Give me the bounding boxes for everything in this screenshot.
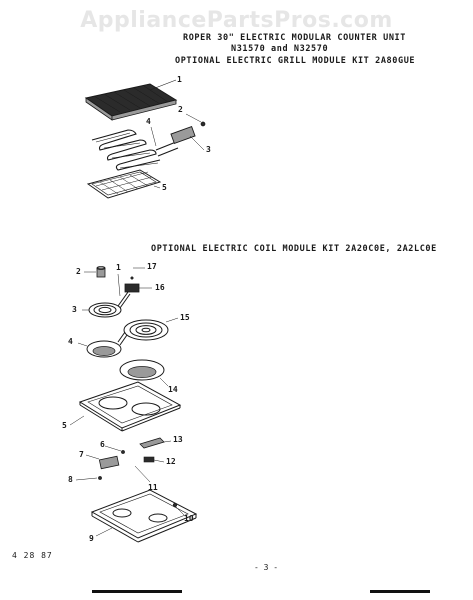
- coil-label-14: 14: [168, 385, 178, 394]
- coil-screw-3: [172, 502, 185, 516]
- coil-receptacle: [124, 283, 152, 293]
- header-line-1: ROPER 30" ELECTRIC MODULAR COUNTER UNIT: [183, 33, 406, 43]
- coil-label-4: 4: [68, 337, 73, 346]
- small-coil-element: [82, 291, 131, 318]
- coil-bracket: [139, 437, 172, 449]
- footer-bar-left: [92, 590, 182, 593]
- large-coil-element: [117, 317, 179, 346]
- coil-cap: [84, 266, 106, 278]
- coil-label-17: 17: [147, 262, 157, 271]
- grill-label-1: 1: [177, 75, 182, 84]
- date-code: 4 28 87: [12, 551, 53, 560]
- coil-label-1: 1: [116, 263, 121, 272]
- header-line-3: OPTIONAL ELECTRIC GRILL MODULE KIT 2A80G…: [175, 56, 416, 66]
- small-drip-bowl: [77, 340, 122, 358]
- coil-label-15: 15: [180, 313, 190, 322]
- grill-grate: [84, 79, 178, 121]
- grill-label-2: 2: [178, 105, 183, 114]
- coil-screw: [104, 445, 125, 454]
- grill-label-4: 4: [146, 117, 151, 126]
- coil-label-10: 10: [184, 514, 194, 523]
- coil-label-7: 7: [79, 450, 84, 459]
- coil-bottom-pan: [90, 489, 198, 543]
- coil-label-12: 12: [166, 457, 176, 466]
- grill-label-3: 3: [206, 145, 211, 154]
- header-line-2: N31570 and N32570: [231, 44, 329, 54]
- section-2-title: OPTIONAL ELECTRIC COIL MODULE KIT 2A20C0…: [151, 244, 437, 254]
- large-drip-bowl: [119, 359, 169, 387]
- grill-terminal-block: [170, 125, 205, 151]
- grill-label-5: 5: [162, 183, 167, 192]
- coil-top-plate: [69, 381, 182, 432]
- grill-screw: [185, 113, 206, 127]
- page-number: - 3 -: [254, 563, 279, 572]
- coil-terminal-block: [85, 454, 120, 470]
- coil-label-3: 3: [72, 305, 77, 314]
- coil-label-5: 5: [62, 421, 67, 430]
- grill-lower-grate: [86, 169, 162, 199]
- coil-label-11: 11: [148, 483, 158, 492]
- coil-label-16: 16: [155, 283, 165, 292]
- coil-label-9: 9: [89, 534, 94, 543]
- coil-label-13: 13: [173, 435, 183, 444]
- footer-bar-right: [370, 590, 430, 593]
- watermark: AppliancePartsPros.com: [80, 8, 393, 33]
- grill-heating-element: [91, 129, 179, 171]
- coil-screw-2: [75, 476, 102, 481]
- coil-label-6: 6: [100, 440, 105, 449]
- coil-clip: [143, 456, 165, 463]
- coil-label-8: 8: [68, 475, 73, 484]
- coil-label-2: 2: [76, 267, 81, 276]
